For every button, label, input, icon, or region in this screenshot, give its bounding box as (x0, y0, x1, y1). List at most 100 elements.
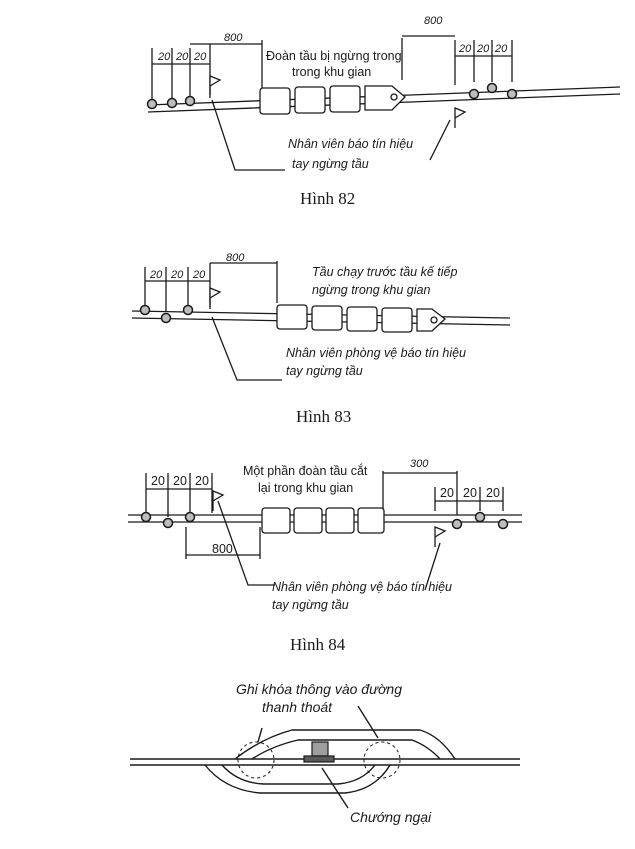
figure-83: 800 20 20 20 Tầu chạy trước tầu kế tiếp … (0, 215, 635, 435)
gap-label: 20 (193, 51, 207, 63)
gap-label: 20 (463, 486, 477, 500)
signal-detonator (139, 304, 151, 316)
dimension-label: 800 (212, 542, 233, 556)
gap-label: 20 (173, 474, 187, 488)
gap-label: 20 (151, 474, 165, 488)
leader-line (321, 767, 349, 809)
train (259, 85, 406, 115)
dimension-label: 800 (424, 15, 443, 27)
figure-84: 300 800 20 20 20 20 20 20 Một phần đoàn … (0, 435, 635, 660)
bypass-track-upper (234, 729, 456, 760)
train-label: Tầu chạy trước tầu kế tiếp (312, 265, 457, 279)
switch-label: Ghi khóa thông vào đường (236, 681, 402, 697)
dimension-lines (151, 40, 263, 100)
figure-83-diagram: 800 20 20 20 Tầu chạy trước tầu kế tiếp … (131, 252, 511, 426)
dimension-label: 800 (226, 252, 245, 264)
train-car (381, 307, 413, 333)
train-car (294, 86, 326, 114)
train-car (325, 507, 355, 534)
train-car (293, 507, 323, 534)
signal-label: Nhân viên phòng vệ báo tín hiệu (286, 346, 466, 360)
locomotive (364, 85, 406, 111)
signal-label: tay ngừng tầu (292, 157, 369, 171)
signal-detonator (166, 97, 178, 109)
figure-85-diagram: Ghi khóa thông vào đường thanh thoát Chư… (130, 681, 520, 825)
gap-label: 20 (440, 486, 454, 500)
gap-label: 20 (157, 51, 171, 63)
figure-caption: Hình 82 (300, 189, 355, 208)
dimension-lines (144, 261, 278, 311)
train-car (357, 507, 385, 534)
leader-line-right (424, 542, 441, 591)
train-label: Một phần đoàn tầu cắt (243, 463, 368, 478)
signal-detonator (474, 511, 486, 523)
figure-82: 800 800 20 20 20 20 20 20 Đoàn tầu bị ng… (0, 0, 635, 215)
gap-label: 20 (476, 43, 490, 55)
gap-label: 20 (458, 43, 472, 55)
dimension-label: 300 (410, 458, 429, 470)
signal-detonator (140, 511, 152, 523)
gap-label: 20 (494, 43, 508, 55)
signal-detonator (160, 312, 172, 324)
train-label: lại trong khu gian (258, 481, 353, 495)
train (261, 507, 385, 534)
gap-label: 20 (149, 269, 163, 281)
signal-detonator (146, 98, 158, 110)
flag-icon (209, 75, 222, 98)
leader-line-left (211, 99, 285, 171)
signal-detonator (497, 518, 509, 530)
dimension-lines (145, 473, 213, 517)
signal-detonator (184, 95, 196, 107)
gap-label: 20 (192, 269, 206, 281)
signal-detonator (506, 88, 518, 100)
train-car (346, 306, 378, 332)
gap-label: 20 (195, 474, 209, 488)
leader-line (211, 316, 282, 381)
leader-line (357, 705, 379, 739)
signal-detonator (162, 517, 174, 529)
figure-82-diagram: 800 800 20 20 20 20 20 20 Đoàn tầu bị ng… (146, 15, 621, 208)
signal-label: Nhân viên báo tín hiệu (288, 137, 413, 151)
train-car (329, 85, 361, 113)
train-label: Đoàn tầu bị ngừng trong (266, 49, 402, 63)
train-car (261, 507, 291, 534)
bypass-track-upper (251, 739, 441, 760)
signal-detonator (451, 518, 463, 530)
gap-label: 20 (486, 486, 500, 500)
dimension-lines-right (382, 471, 504, 515)
signal-label: tay ngừng tầu (272, 598, 349, 612)
flag-icon (454, 107, 467, 128)
train-car (276, 304, 308, 330)
switch-circle (237, 741, 275, 779)
dimension-lines-bottom (185, 527, 261, 559)
switch-label: thanh thoát (262, 699, 333, 715)
dimension-lines-right (401, 35, 513, 85)
figure-85: Ghi khóa thông vào đường thanh thoát Chư… (0, 660, 635, 844)
train (276, 304, 447, 333)
flag-icon (212, 490, 225, 511)
flag-icon (434, 526, 447, 547)
bypass-track-lower (204, 764, 391, 794)
leader-line-left (217, 500, 275, 586)
gap-label: 20 (175, 51, 189, 63)
figure-caption: Hình 83 (296, 407, 351, 426)
gap-label: 20 (170, 269, 184, 281)
train-label: trong khu gian (292, 65, 371, 79)
obstacle-icon (303, 741, 335, 763)
switch-circle (363, 741, 401, 779)
signal-detonator (486, 82, 498, 94)
train-car (311, 305, 343, 331)
train-car (259, 87, 291, 115)
signal-label: tay ngừng tầu (286, 364, 363, 378)
flag-icon (209, 287, 222, 309)
figure-caption: Hình 84 (290, 635, 346, 654)
signal-label: Nhân viên phòng vệ báo tín hiệu (272, 580, 452, 594)
figure-84-diagram: 300 800 20 20 20 20 20 20 Một phần đoàn … (128, 458, 522, 654)
signal-detonator (182, 304, 194, 316)
obstacle-label: Chướng ngại (350, 809, 432, 825)
bypass-track-lower (221, 764, 376, 785)
signal-detonator (184, 511, 196, 523)
leader-line-right (429, 119, 451, 161)
signal-detonator (468, 88, 480, 100)
train-label: ngừng trong khu gian (312, 283, 430, 297)
